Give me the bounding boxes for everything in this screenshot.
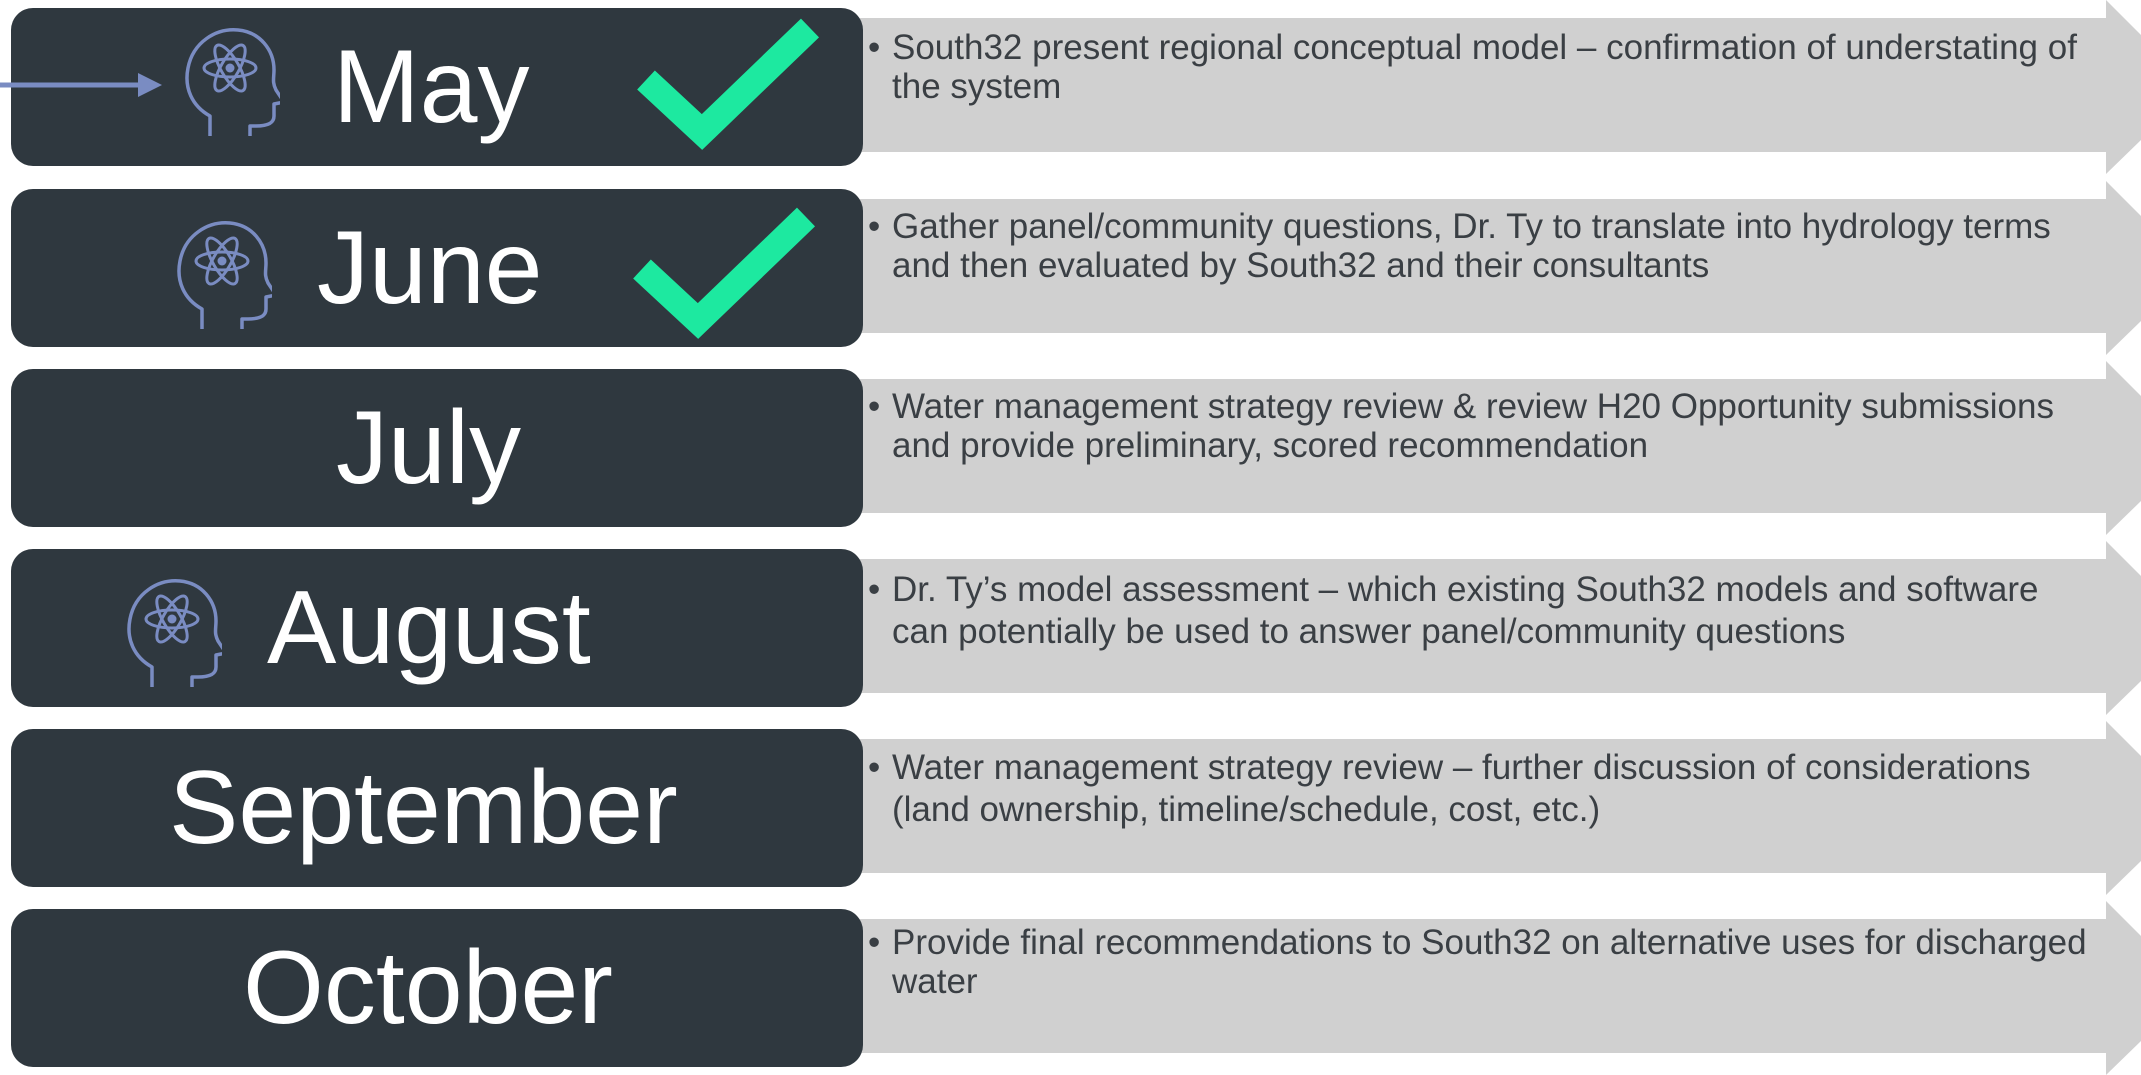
- description-text: • South32 present regional conceptual mo…: [868, 28, 2088, 106]
- description-arrow: [860, 541, 2141, 715]
- head-science-icon: [177, 221, 272, 329]
- timeline-row-august: August • Dr. Ty’s model assessment – whi…: [0, 541, 2141, 715]
- description-arrow: [860, 901, 2141, 1075]
- description-arrow: [860, 361, 2141, 535]
- pointer-arrow-icon: [0, 73, 162, 97]
- timeline-row-october: October • Provide final recommendations …: [0, 901, 2141, 1075]
- bullet-dot: •: [868, 207, 881, 246]
- description-body: Dr. Ty’s model assessment – which existi…: [892, 570, 2039, 651]
- bullet-dot: •: [868, 923, 881, 962]
- description-arrow: [860, 721, 2141, 895]
- description-body: Provide final recommendations to South32…: [892, 923, 2087, 1001]
- month-box: October: [11, 909, 863, 1067]
- bullet-dot: •: [868, 387, 881, 426]
- description-text: • Dr. Ty’s model assessment – which exis…: [868, 569, 2088, 653]
- checkmark-icon: [637, 18, 820, 150]
- month-label: June: [317, 210, 543, 326]
- description-body: South32 present regional conceptual mode…: [892, 28, 2077, 106]
- description-arrow: [860, 0, 2141, 174]
- description-text: • Provide final recommendations to South…: [868, 923, 2088, 1001]
- bullet-dot: •: [868, 570, 881, 609]
- month-box: September: [11, 729, 863, 887]
- description-text: • Water management strategy review & rev…: [868, 387, 2088, 465]
- month-box: July: [11, 369, 863, 527]
- description-text: • Gather panel/community questions, Dr. …: [868, 207, 2088, 285]
- bullet-dot: •: [868, 28, 881, 67]
- month-label: August: [267, 570, 591, 686]
- checkmark-icon: [633, 207, 816, 339]
- month-label: October: [243, 930, 613, 1046]
- month-label: September: [169, 750, 678, 866]
- description-body: Water management strategy review & revie…: [892, 387, 2054, 465]
- month-label: July: [336, 390, 521, 506]
- description-body: Water management strategy review – furth…: [892, 748, 2031, 829]
- bullet-dot: •: [868, 748, 881, 787]
- month-label: May: [333, 29, 530, 145]
- head-science-icon: [185, 28, 280, 136]
- month-box: June: [11, 189, 863, 347]
- timeline-row-june: June • Gather panel/community questions,…: [0, 181, 2141, 355]
- description-body: Gather panel/community questions, Dr. Ty…: [892, 207, 2051, 285]
- timeline-row-september: September • Water management strategy re…: [0, 721, 2141, 895]
- head-science-icon: [127, 579, 222, 687]
- description-arrow: [860, 181, 2141, 355]
- description-text: • Water management strategy review – fur…: [868, 747, 2088, 831]
- timeline-row-may: May • South32 present regional conceptua…: [0, 0, 2141, 174]
- timeline-row-july: July • Water management strategy review …: [0, 361, 2141, 535]
